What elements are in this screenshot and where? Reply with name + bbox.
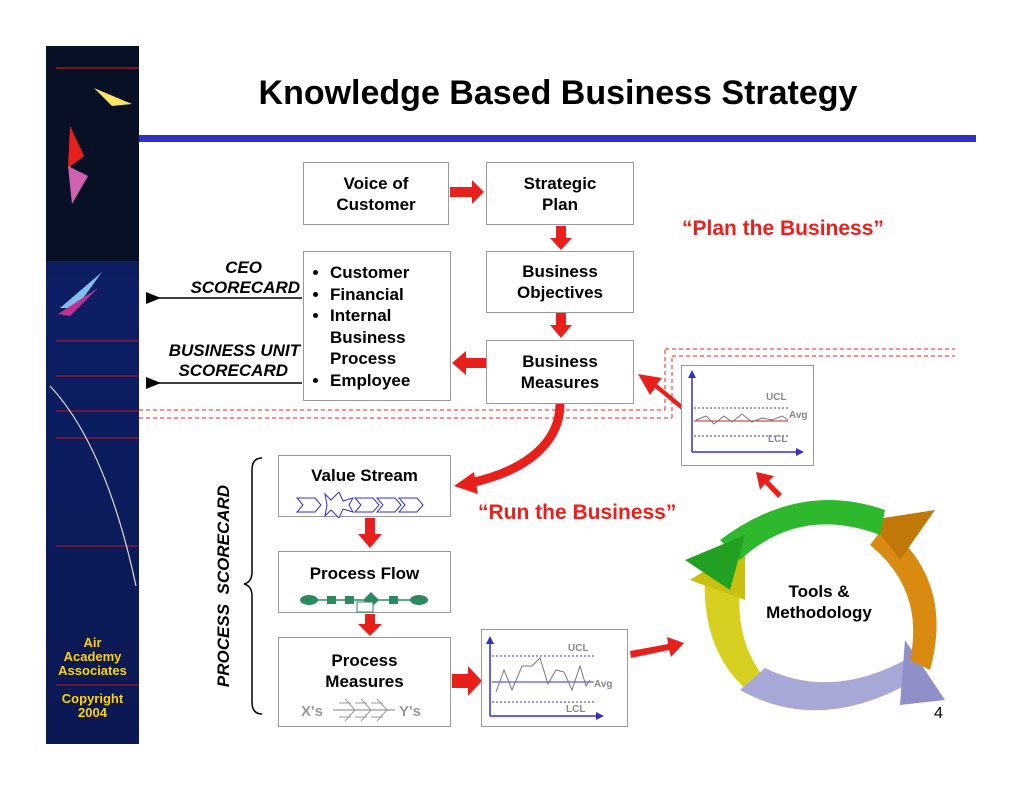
org-name-line2: Academy [63,649,122,664]
xs-label: X's [301,703,323,720]
ceo-scorecard-label: CEO SCORECARD [150,258,300,298]
scorecard-item-internal: Internal Business Process [330,305,450,370]
arrow-measures-to-value-stream [454,472,478,494]
avg-label-bottom: Avg [594,679,613,690]
value-stream-box: Value Stream [278,455,451,518]
arrow-objectives-to-measures [550,313,572,338]
business-measures-box: Business Measures [486,340,634,404]
value-stream-icon [295,492,424,518]
bu-scorecard-line2: SCORECARD [178,361,288,380]
avg-label-top: Avg [789,410,808,421]
value-stream-label: Value Stream [311,466,418,485]
scorecard-item-customer: Customer [330,262,450,284]
voice-of-customer-box: Voice of Customer [303,162,449,225]
scorecard-items-box: Customer Financial Internal Business Pro… [303,251,451,401]
business-control-chart: UCL Avg LCL [681,365,814,466]
arrow-voice-to-plan [450,180,484,204]
strategic-plan-label: Strategic Plan [523,173,597,214]
business-unit-scorecard-label: BUSINESS UNIT SCORECARD [140,341,300,381]
shard-icon [94,88,132,106]
business-measures-label: Business Measures [520,352,600,392]
business-control-chart-plot [688,370,804,456]
business-objectives-box: Business Objectives [486,251,634,313]
process-scorecard-label: PROCESS SCORECARD [214,484,233,688]
run-the-business-label: “Run the Business” [478,501,677,524]
page-number: 4 [934,705,943,722]
ucl-label-bottom: UCL [568,643,589,654]
arrow-measures-to-scorecard [452,351,486,375]
org-name-line3: Associates [58,663,127,678]
tools-methodology-label: Tools & Methodology [766,582,872,622]
process-flow-label: Process Flow [309,564,420,583]
arrow-plan-to-objectives [550,226,572,250]
voice-of-customer-label: Voice of Customer [336,173,416,214]
sidebar-decoration [46,46,139,744]
business-objectives-label: Business Objectives [517,262,603,302]
process-measures-box: Process Measures X's Y's [278,637,451,727]
plan-the-business-label: “Plan the Business” [682,217,884,240]
ucl-label-top: UCL [766,392,787,403]
copyright-line1: Copyright [61,691,124,706]
process-control-chart-plot [486,636,604,720]
title-rule [139,135,976,142]
org-name-line1: Air [83,635,102,650]
copyright-line2: 2004 [78,705,107,720]
strategic-plan-box: Strategic Plan [486,162,634,225]
process-measures-label: Process Measures [325,651,404,691]
bu-scorecard-line1: BUSINESS UNIT [168,341,300,360]
sidebar: Air Academy Associates Copyright 2004 [46,46,139,744]
scorecard-list: Customer Financial Internal Business Pro… [304,262,450,391]
process-flow-icon [299,592,428,613]
cycle-graphic [685,500,945,711]
scorecard-item-financial: Financial [330,284,450,306]
ceo-scorecard-line2: SCORECARD [190,278,300,297]
process-flow-box: Process Flow [278,551,451,613]
process-control-chart: UCL Avg LCL [481,629,628,727]
ceo-scorecard-line1: CEO [225,258,262,277]
ys-label: Y's [399,703,421,720]
page-title: Knowledge Based Business Strategy [258,74,858,112]
scorecard-item-employee: Employee [330,370,450,392]
fishbone-icon [333,698,395,722]
fishbone-row: X's Y's [279,696,450,724]
lcl-label-bottom: LCL [566,704,586,715]
lcl-label-top: LCL [768,434,788,445]
